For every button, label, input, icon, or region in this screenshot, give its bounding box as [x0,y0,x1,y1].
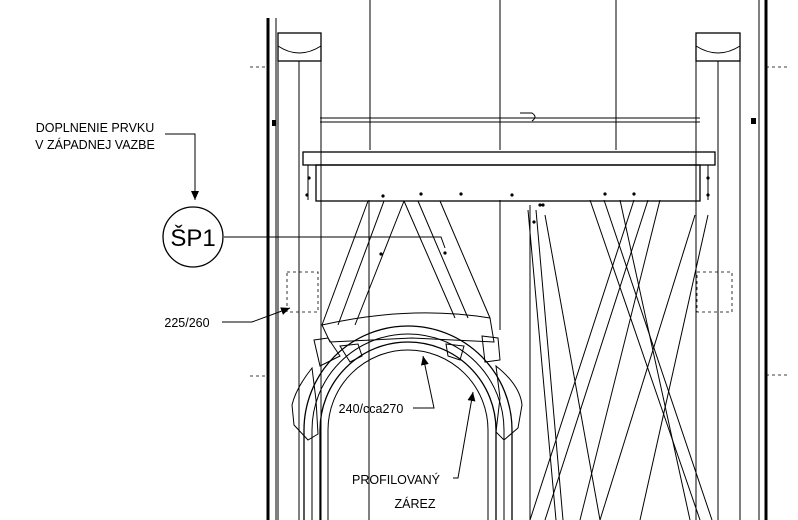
leader-lines [165,133,476,479]
arch [303,325,513,520]
tag-circle [162,206,224,268]
arch-brackets [291,312,523,441]
dotted-markers [250,66,790,377]
tag-label: ŠP1 [170,224,215,252]
cut-label-line1: PROFILOVANÝ [352,472,441,487]
hidden-box-right [696,271,733,313]
note-line2: V ZÁPADNEJ VAZBE [35,137,155,152]
tie-rod [320,112,700,123]
hidden-box-left [286,271,319,313]
right-braces [527,199,713,520]
internal-verticals [368,0,617,520]
outer-frame [266,0,768,520]
dim-arch-label: 240/cca270 [339,402,404,416]
note-line1: DOPLNENIE PRVKU [36,121,155,135]
top-beam [302,151,716,202]
cut-label-line2: ZÁREZ [395,496,436,511]
left-braces [321,200,491,326]
left-post [277,32,322,520]
dim-left-label: 225/260 [164,316,209,330]
bolt-dots [305,176,710,256]
right-post [695,32,741,520]
